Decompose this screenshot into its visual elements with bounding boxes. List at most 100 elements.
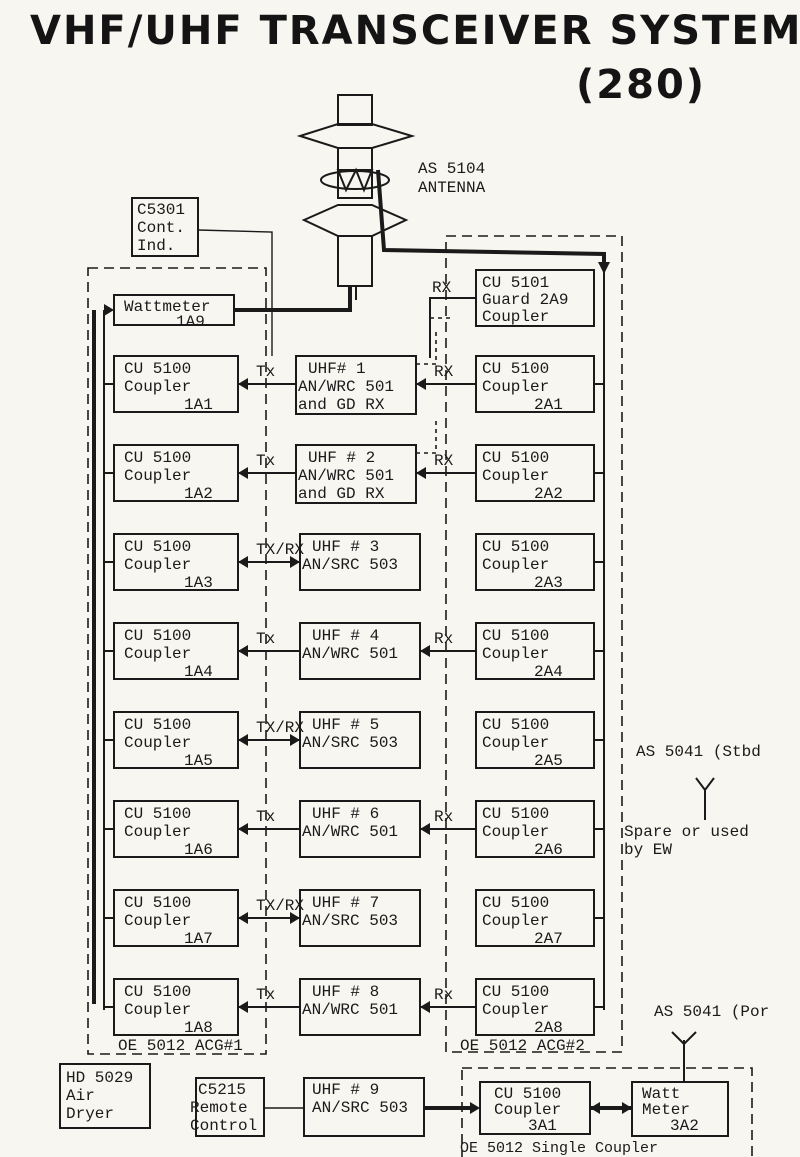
coupler-2a4-ref: 2A4 xyxy=(534,663,563,681)
coupler-1a7-model: CU 5100 xyxy=(124,894,191,912)
coupler-2a3-type: Coupler xyxy=(482,556,549,574)
guard-coupler-model: CU 5101 xyxy=(482,274,549,292)
guard-coupler-type: Coupler xyxy=(482,308,549,326)
coupler-2a2-ref: 2A2 xyxy=(534,485,563,503)
coupler-2a3-ref: 2A3 xyxy=(534,574,563,592)
radio-1-guard: and GD RX xyxy=(298,396,385,414)
radio-9-model: AN/SRC 503 xyxy=(312,1099,408,1117)
coupler-2a1-ref: 2A1 xyxy=(534,396,563,414)
radio-2-right-signal-label: RX xyxy=(434,452,454,470)
page-subtitle: (280) xyxy=(576,62,707,108)
radio-5-tx-arrow-icon xyxy=(238,734,248,746)
radio-1-name: UHF# 1 xyxy=(308,360,366,378)
radio-6-tx-arrow-icon xyxy=(238,823,248,835)
coupler-3a1-type: Coupler xyxy=(494,1101,561,1119)
coupler-1a7-ref: 1A7 xyxy=(184,930,213,948)
radio-8-left-signal-label: Tx xyxy=(256,986,275,1004)
stbd-antenna-note-1: Spare or used xyxy=(624,823,749,841)
radio-6-rx-in-arrow-icon xyxy=(420,823,430,835)
guard-rx-label: RX xyxy=(432,279,452,297)
coupler-1a1-type: Coupler xyxy=(124,378,191,396)
radio-7-model: AN/SRC 503 xyxy=(302,912,398,930)
acg2-group-border xyxy=(445,235,623,1053)
air-dryer-box xyxy=(59,1063,151,1129)
guard-coupler-name: Guard 2A9 xyxy=(482,291,568,309)
radio-4-name: UHF # 4 xyxy=(312,627,379,645)
air-dryer-line3: Dryer xyxy=(66,1105,114,1123)
radio-2-guard: and GD RX xyxy=(298,485,385,503)
radio-1-tx-arrow-icon xyxy=(238,378,248,390)
radio-1-guard-dotted xyxy=(416,330,437,365)
coupler-1a2-model: CU 5100 xyxy=(124,449,191,467)
radio-3-left-signal-label: TX/RX xyxy=(256,541,304,559)
coupler-2a3-model: CU 5100 xyxy=(482,538,549,556)
coupler-2a7-ref: 2A7 xyxy=(534,930,563,948)
cont-ind-wire xyxy=(197,229,273,356)
antenna-as5104-label: ANTENNA xyxy=(418,179,486,197)
coupler-2a8-ref: 2A8 xyxy=(534,1019,563,1037)
watt-meter-3a2-line1: Watt xyxy=(642,1085,680,1103)
radio-8-right-signal-label: Rx xyxy=(434,986,453,1004)
radio-7-rx-arrow-icon xyxy=(290,912,300,924)
radio-3-rx-arrow-icon xyxy=(290,556,300,568)
coupler-1a6-ref: 1A6 xyxy=(184,841,213,859)
coupler-1a4-model: CU 5100 xyxy=(124,627,191,645)
coupler-1a2-ref: 1A2 xyxy=(184,485,213,503)
radio-4-rx-in-arrow-icon xyxy=(420,645,430,657)
coupler-1a3-ref: 1A3 xyxy=(184,574,213,592)
coupler-2a5-ref: 2A5 xyxy=(534,752,563,770)
watt-meter-3a2-ref: 3A2 xyxy=(670,1117,699,1135)
coupler-2a6-model: CU 5100 xyxy=(482,805,549,823)
coupler-1a1-model: CU 5100 xyxy=(124,360,191,378)
remote-control-line2: Remote xyxy=(190,1099,248,1117)
radio-4-tx-arrow-icon xyxy=(238,645,248,657)
coupler-2a4-type: Coupler xyxy=(482,645,549,663)
air-dryer-line2: Air xyxy=(66,1087,95,1105)
remote-control-line3: Control xyxy=(190,1117,257,1135)
acg1-group-border xyxy=(87,267,267,1055)
antenna-right-feed xyxy=(376,169,606,268)
single-group-label: OE 5012 Single Coupler xyxy=(460,1140,658,1157)
coupler-2a5-model: CU 5100 xyxy=(482,716,549,734)
coupler-2a8-type: Coupler xyxy=(482,1001,549,1019)
radio-6-left-signal-label: Tx xyxy=(256,808,275,826)
radio-6-right-signal-label: Rx xyxy=(434,808,453,826)
radio-7-left-signal-label: TX/RX xyxy=(256,897,304,915)
antenna-as5104-model: AS 5104 xyxy=(418,160,485,178)
coupler-2a2-model: CU 5100 xyxy=(482,449,549,467)
radio-2-tx-arrow-icon xyxy=(238,467,248,479)
port-antenna-label: AS 5041 (Por xyxy=(654,1003,769,1021)
coupler-2a1-model: CU 5100 xyxy=(482,360,549,378)
acg2-group-label: OE 5012 ACG#2 xyxy=(460,1037,585,1055)
coupler-2a5-type: Coupler xyxy=(482,734,549,752)
coupler-2a7-type: Coupler xyxy=(482,912,549,930)
wattmeter-1a9-label: Wattmeter xyxy=(124,298,210,316)
stbd-antenna-label: AS 5041 (Stbd xyxy=(636,743,761,761)
radio-5-left-signal-label: TX/RX xyxy=(256,719,304,737)
watt-meter-3a2-line2: Meter xyxy=(642,1101,690,1119)
coupler-1a7-type: Coupler xyxy=(124,912,191,930)
radio-1-right-signal-label: RX xyxy=(434,363,454,381)
radio-2-name: UHF # 2 xyxy=(308,449,375,467)
coupler-1a3-type: Coupler xyxy=(124,556,191,574)
remote-control-box xyxy=(195,1077,265,1137)
stbd-antenna-icon xyxy=(695,777,715,820)
coupler-1a4-ref: 1A4 xyxy=(184,663,213,681)
guard-rx-wire xyxy=(429,297,476,358)
radio-6-model: AN/WRC 501 xyxy=(302,823,398,841)
radio-2-left-signal-label: Tx xyxy=(256,452,275,470)
radio-7-tx-arrow-icon xyxy=(238,912,248,924)
link-right-arrow-icon xyxy=(622,1102,632,1114)
radio-3-model: AN/SRC 503 xyxy=(302,556,398,574)
radio-4-left-signal-label: Tx xyxy=(256,630,275,648)
left-bus-arrow-icon xyxy=(104,304,114,316)
coupler-3a1-ref: 3A1 xyxy=(528,1117,557,1135)
acg1-group-label: OE 5012 ACG#1 xyxy=(118,1037,243,1055)
coupler-1a1-ref: 1A1 xyxy=(184,396,213,414)
single-coupler-group-border xyxy=(461,1067,753,1157)
stbd-antenna-note-2: by EW xyxy=(624,841,672,859)
coupler-2a2-type: Coupler xyxy=(482,467,549,485)
coupler-1a8-model: CU 5100 xyxy=(124,983,191,1001)
radio-2-guard-dotted xyxy=(416,419,437,454)
air-dryer-model: HD 5029 xyxy=(66,1069,133,1087)
